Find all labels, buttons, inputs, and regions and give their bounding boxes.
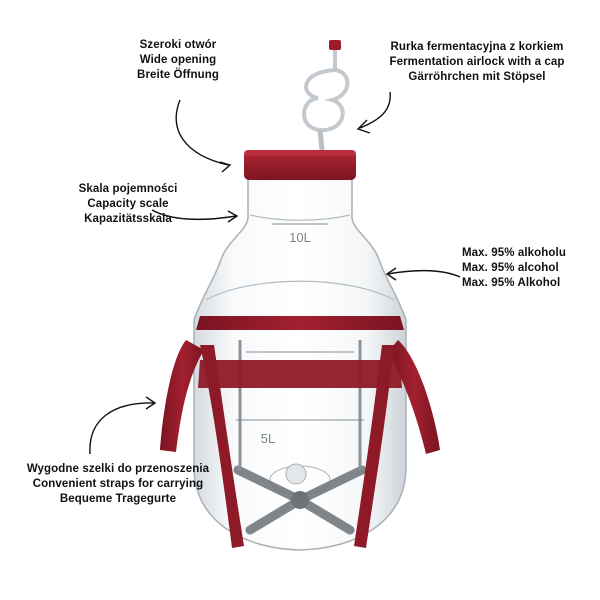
arrow-wide-opening bbox=[175, 99, 229, 166]
callout-text: Convenient straps for carrying bbox=[32, 478, 204, 490]
callout-text: Skala pojemności bbox=[78, 183, 178, 195]
callout-capacity-scale: Skala pojemności Capacity scale Kapazitä… bbox=[58, 182, 198, 227]
airlock-cap bbox=[329, 40, 341, 50]
callout-text: Gärröhrchen mit Stöpsel bbox=[408, 71, 546, 83]
bottle-cap bbox=[244, 150, 356, 180]
callout-text: Fermentation airlock with a cap bbox=[389, 56, 565, 68]
arrow-alcohol bbox=[387, 269, 461, 278]
arrow-straps bbox=[89, 402, 155, 455]
callout-text: Max. 95% alkoholu bbox=[462, 247, 566, 259]
callout-arrows bbox=[89, 91, 461, 455]
airlock bbox=[302, 40, 350, 151]
callout-text: Max. 95% alcohol bbox=[462, 262, 559, 274]
callout-straps: Wygodne szelki do przenoszenia Convenien… bbox=[18, 462, 218, 507]
callout-text: Max. 95% Alkohol bbox=[462, 277, 561, 289]
callout-text: Wide opening bbox=[139, 54, 217, 66]
callout-text: Breite Öffnung bbox=[137, 69, 219, 81]
callout-text: Szeroki otwór bbox=[139, 39, 217, 51]
carry-straps bbox=[160, 316, 440, 548]
callout-text: Capacity scale bbox=[87, 198, 169, 210]
scale-mark-5: 5L bbox=[261, 431, 275, 446]
callout-text: Rurka fermentacyjna z korkiem bbox=[390, 41, 564, 53]
callout-text: Wygodne szelki do przenoszenia bbox=[26, 463, 210, 475]
callout-wide-opening: Szeroki otwór Wide opening Breite Öffnun… bbox=[118, 38, 238, 83]
arrow-capacity-scale bbox=[151, 209, 237, 221]
callout-text: Bequeme Tragegurte bbox=[59, 493, 177, 505]
scale-mark-10: 10L bbox=[289, 230, 311, 245]
callout-text: Kapazitätsskala bbox=[84, 213, 172, 225]
callout-airlock: Rurka fermentacyjna z korkiem Fermentati… bbox=[372, 40, 582, 85]
callout-alcohol: Max. 95% alkoholu Max. 95% alcohol Max. … bbox=[462, 246, 566, 291]
arrow-airlock bbox=[359, 91, 391, 129]
